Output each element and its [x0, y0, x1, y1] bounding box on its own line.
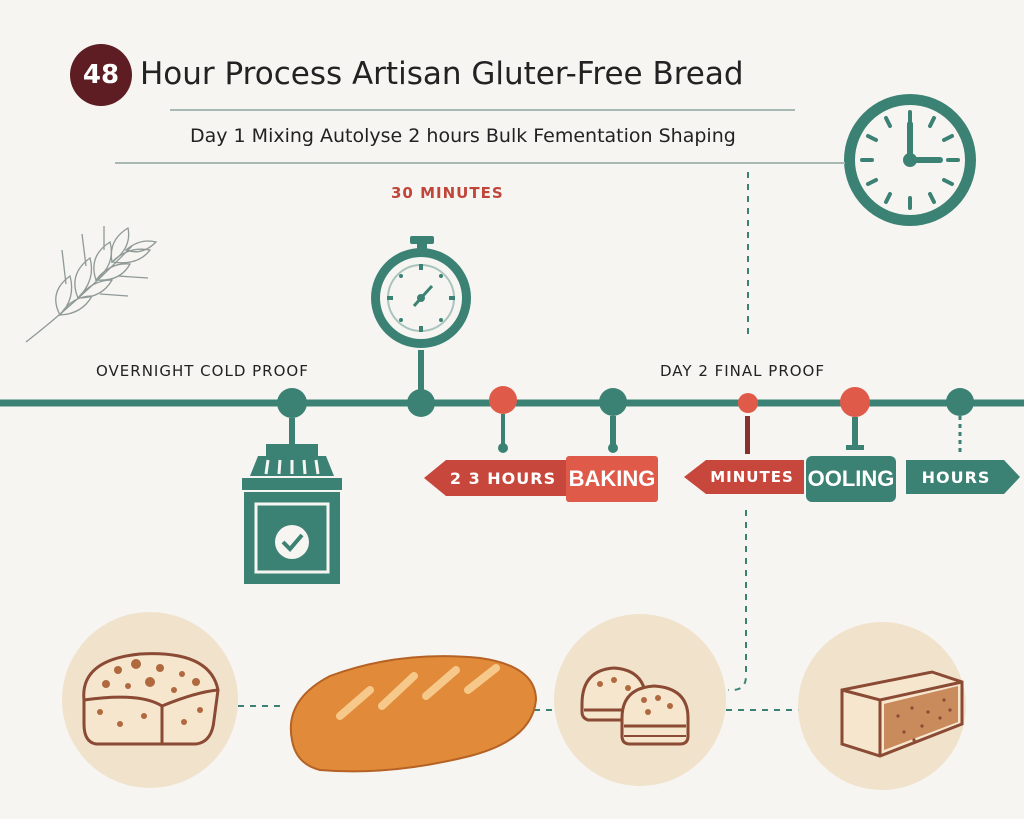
baguette-icon	[289, 655, 538, 773]
timeline-node-1	[277, 388, 307, 444]
wheat-icon	[25, 226, 158, 343]
timeline-node-4	[599, 388, 627, 453]
process-steps-subtitle: Day 1 Mixing Autolyse 2 hours Bulk Femen…	[190, 125, 736, 147]
tag-shape-23-hours	[424, 460, 566, 496]
timeline-node-6	[840, 387, 870, 450]
tag-baking: BAKING	[568, 466, 656, 491]
tag-hours: HOURS	[921, 467, 991, 487]
tag-minutes: MINUTES	[710, 468, 794, 486]
timeline-node-3	[489, 386, 517, 453]
label-overnight-cold-proof: OVERNIGHT COLD PROOF	[96, 362, 309, 380]
timeline-node-2	[407, 389, 435, 417]
tag-shape-hours	[906, 460, 1020, 494]
page-title: Hour Process Artisan Gluter-Free Bread	[140, 56, 744, 92]
duration-30-minutes: 30 MINUTES	[391, 184, 504, 202]
tag-23-hours: 2 3 HOURS	[449, 468, 557, 488]
timeline-node-7	[946, 388, 974, 456]
rolls-icon	[554, 614, 726, 786]
loaf-icon	[62, 612, 238, 788]
stopwatch-icon	[371, 236, 471, 392]
tag-cooling: OOLING	[807, 466, 895, 491]
tag-shape-cooling	[806, 456, 896, 502]
title-divider	[170, 109, 795, 111]
tag-shape-minutes	[684, 460, 804, 494]
tag-shape-baking	[566, 456, 658, 502]
hour-badge: 48	[70, 44, 132, 106]
proofing-box-icon	[242, 444, 342, 584]
label-day2-final-proof: DAY 2 FINAL PROOF	[660, 362, 825, 380]
wall-clock-icon	[844, 94, 976, 226]
timeline-node-5	[738, 393, 758, 454]
subtitle-divider	[115, 162, 837, 164]
sliced-bread-icon	[798, 622, 966, 790]
